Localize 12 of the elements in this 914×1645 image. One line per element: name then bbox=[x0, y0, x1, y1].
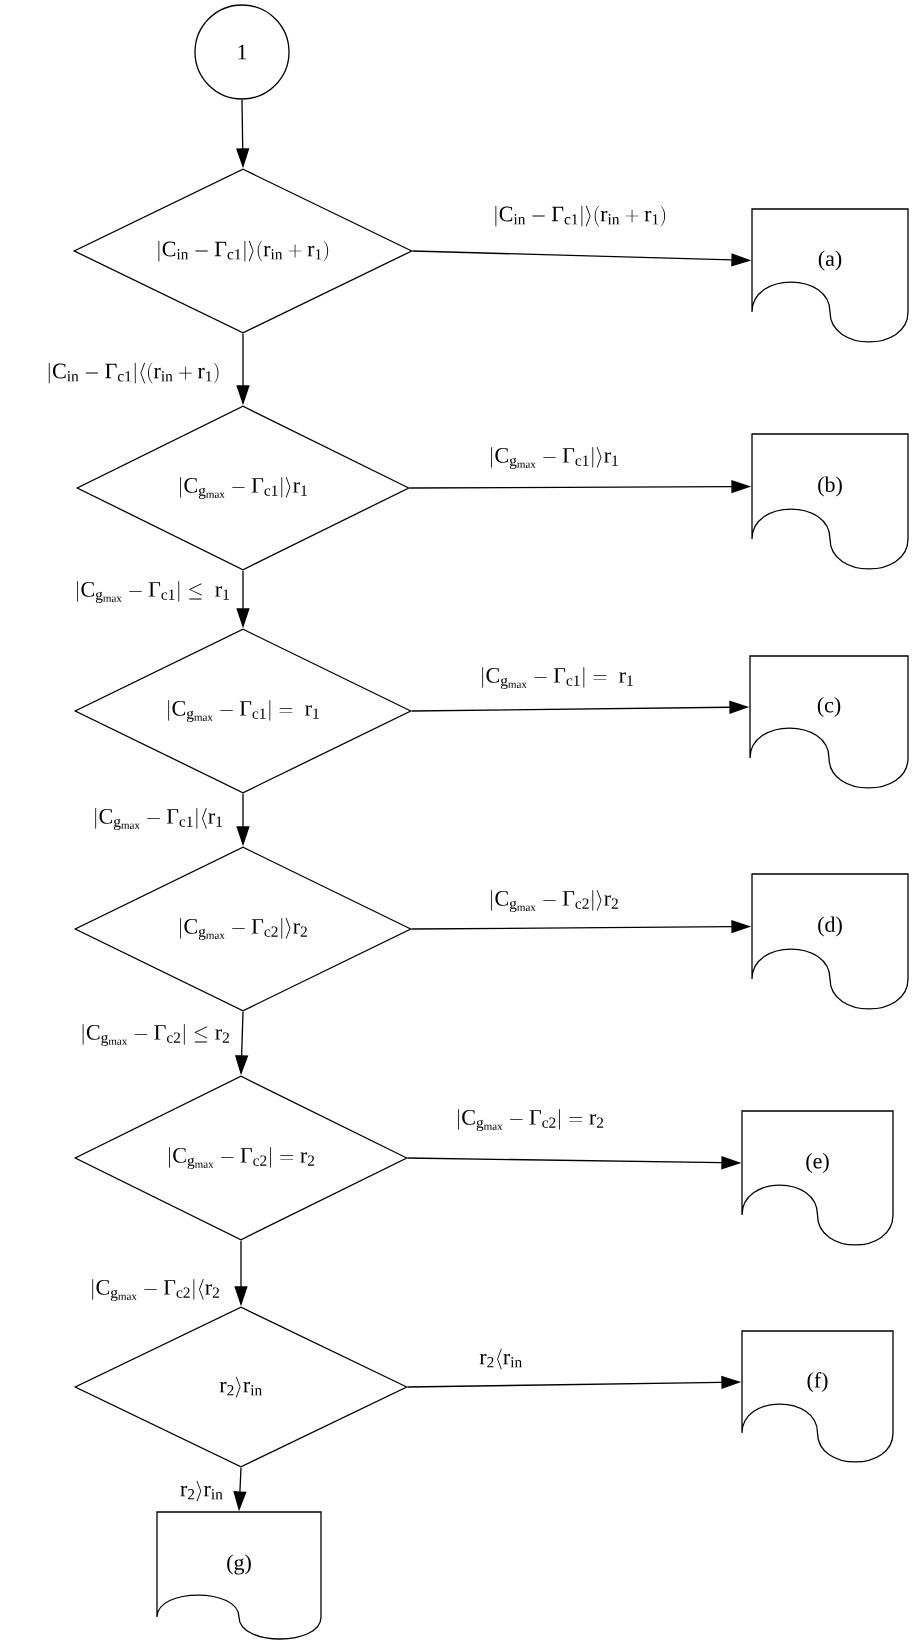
edge-label: $\mathrm{r_2\big\langle r_{in}}$ bbox=[478, 1347, 524, 1371]
edge-label: $\mathrm{\bigl|C_{g_{max}}-\hbox{Γ}_{c2}\bigr|\le r_2}$ bbox=[79, 1023, 232, 1047]
edge-label: $\mathrm{\bigl|C_{g_{max}}-\hbox{Γ}_{c1}\bigr|=\ r_1}$ bbox=[478, 666, 636, 690]
edge-label: $\mathrm{\bigl|C_{g_{max}}-\hbox{Γ}_{c2}\bigr|=r_2}$ bbox=[454, 1108, 606, 1132]
edge-label: $\mathrm{\bigl|C_{in}-\hbox{Γ}_{c1}\bigr|\big\langle(r_{in}+r_1)}$ bbox=[45, 361, 222, 385]
edge-label: $\mathrm{\bigl|C_{g_{max}}-\hbox{Γ}_{c2}\bigr|\big\langle r_2}$ bbox=[88, 1278, 222, 1302]
edge-label: $\mathrm{\bigl|C_{g_{max}}-\hbox{Γ}_{c2}\bigr|\big\rangle r_2}$ bbox=[487, 889, 621, 913]
edge-label: $\mathrm{\bigl|C_{g_{max}}-\hbox{Γ}_{c1}\bigr|\big\rangle r_1}$ bbox=[487, 446, 621, 470]
edge-label: $\mathrm{\bigl|C_{g_{max}}-\hbox{Γ}_{c1}\bigr|\le\ r_1}$ bbox=[73, 580, 232, 604]
edge-label: $\mathrm{\bigl|C_{in}-\hbox{Γ}_{c1}\bigr|\big\rangle(r_{in}+r_1)}$ bbox=[492, 204, 668, 228]
edge-label: $\mathrm{\bigl|C_{g_{max}}-\hbox{Γ}_{c1}\bigr|\big\langle r_1}$ bbox=[91, 807, 225, 831]
edge-label: $\mathrm{r_2\big\rangle r_{in}}$ bbox=[178, 1479, 225, 1503]
